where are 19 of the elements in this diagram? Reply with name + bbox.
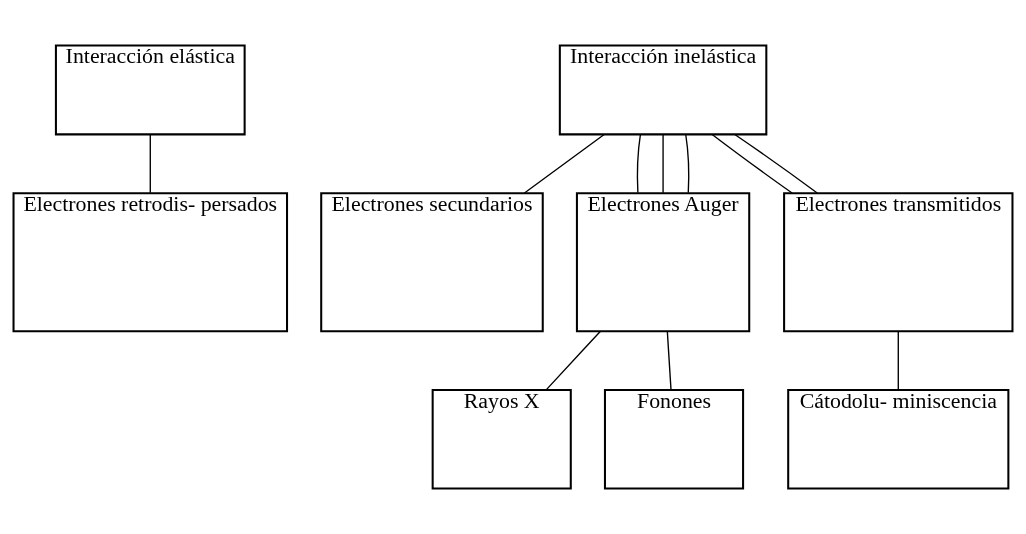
connector (685, 133, 690, 194)
node-box: Interacción inelástica (558, 44, 768, 136)
connector (897, 330, 899, 391)
connector (149, 133, 151, 194)
node-box: Rayos X (431, 389, 572, 490)
connector (523, 133, 605, 194)
connector (636, 133, 642, 194)
node-box: Electrones secundarios (320, 192, 544, 333)
connector (545, 330, 601, 391)
connector (666, 330, 672, 391)
node-box: Electrones Auger (575, 192, 751, 333)
connector (734, 133, 818, 194)
node-box: Electrones transmitidos (783, 192, 1014, 333)
node-box: Electrones retrodis- persados (12, 192, 289, 333)
node-box: Fonones (603, 389, 745, 490)
node-box: Interacción elástica (54, 44, 246, 136)
connector (662, 133, 664, 194)
connector (711, 133, 793, 194)
node-box: Cátodolu- miniscencia (787, 389, 1010, 490)
